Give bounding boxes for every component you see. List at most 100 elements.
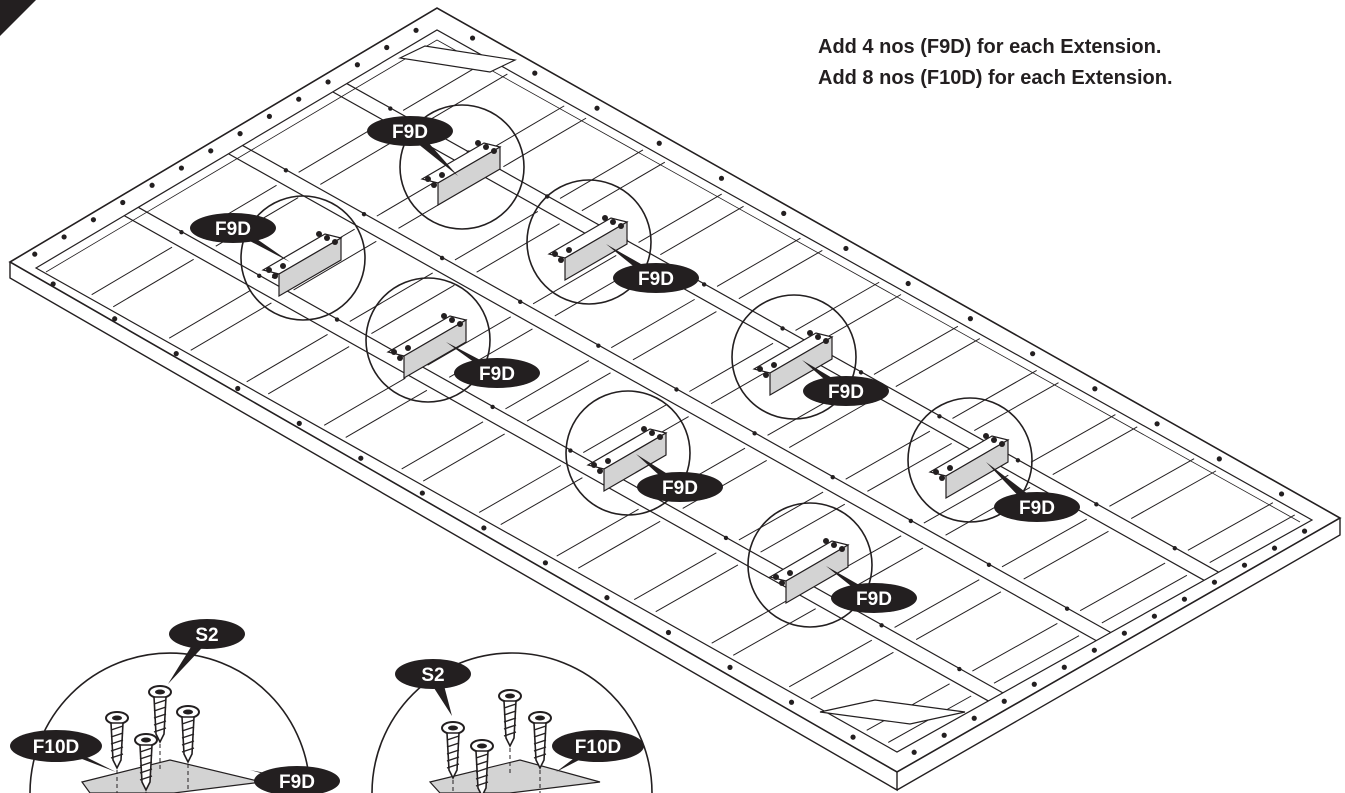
bolt-dot [208,148,214,154]
frame-slat [873,325,959,375]
frame-slat [349,272,433,322]
frame-slat [1001,518,1087,568]
bolt-dot [908,518,914,524]
bolt-dot [61,234,67,240]
callout-f9d-1-label: F9D [392,122,428,143]
callout-f9d-2-label: F9D [215,219,251,240]
frame-top-block [397,45,518,73]
bracket-detail-1 [399,104,525,230]
bolt-dot [788,699,795,705]
bolt-dot [879,623,884,628]
callout-f10d-left-label: F10D [33,737,79,758]
bracket-detail-8 [747,502,873,628]
frame-slat [427,316,512,366]
screw-icon [441,721,465,793]
callout-f9d-8-label: F9D [856,589,892,610]
bolt-dot [1091,647,1097,653]
bracket-detail-icon [945,438,1009,500]
bolt-dot [419,490,425,496]
frame-slat [91,246,173,296]
bolt-dot [178,165,185,171]
bolt-dot [50,281,56,287]
frame-slat-edge [1130,470,1217,520]
bolt-dot [296,420,302,426]
bolt-dot [149,182,155,188]
bolt-dot [701,282,707,287]
callout-s2-right-label: S2 [421,665,444,686]
bracket-detail-icon [437,145,501,207]
bolt-dot [283,168,289,173]
frame-slat [788,639,873,688]
bolt-dot [752,431,757,436]
bolt-dot [1030,351,1036,357]
frame-slat [633,552,717,601]
frame-slat-edge [760,503,846,553]
bolt-dot [594,105,600,111]
bracket-detail-icon [403,318,467,380]
callout-s2-left: S2 [168,619,245,684]
bolt-dot [1211,579,1218,585]
bolt-dot [334,317,340,322]
bolt-dot [469,35,476,41]
bolt-dot [361,211,367,217]
bolt-dot [413,27,419,33]
callout-f9d-6: F9D [636,454,723,502]
bolt-dot [727,664,733,670]
frame-slat-edge [1101,574,1188,624]
frame-slat [323,377,406,426]
frame-slat [505,360,590,410]
bolt-dot [179,229,184,235]
bolt-dot [542,560,549,566]
callout-f9d-zoom-label: F9D [279,772,315,793]
frame-slat-edge [993,635,1080,684]
frame-slat [532,254,617,305]
frame-slat [845,430,931,480]
bolt-dot [358,455,364,461]
bolt-dot [1151,613,1157,619]
callout-f10d-left: F10D [10,730,116,772]
bolt-dot [781,210,787,216]
frame-slat [738,491,824,541]
bolt-dot [604,595,610,601]
callout-f10d-right-label: F10D [575,737,621,758]
bolt-dot [354,62,360,68]
frame-slat-edge [190,302,272,351]
frame-slat-edge [267,346,350,395]
bolt-dot [967,316,974,322]
bolt-dot [971,715,977,721]
callout-f9d-6-label: F9D [662,478,698,499]
step-corner-icon [0,0,36,36]
bolt-dot [850,734,856,740]
frame-slat-edge [867,443,952,492]
bolt-dot [90,217,97,223]
bolt-dot [490,404,495,410]
screw-icon [105,711,129,793]
bolt-dot [905,280,911,287]
bolt-dot [596,343,601,348]
bolt-dot [1301,528,1308,534]
bolt-dot [1064,606,1070,611]
frame-slat [716,237,801,287]
frame-slat [923,474,1009,524]
bolt-dot [674,387,679,392]
bracket-detail-icon [564,220,628,282]
bolt-dot [1031,681,1037,687]
frame-bolts [32,27,1308,755]
frame-slat-edge [293,240,377,291]
frame-slat-edge [788,399,874,448]
bolt-dot [1092,386,1098,392]
bolt-dot [266,113,272,119]
bolt-dot [120,199,126,206]
bolt-dot [656,140,662,146]
frame-slat-edge [660,205,744,256]
callout-f9d-3: F9D [606,244,699,293]
frame-slat-edge [1023,530,1109,580]
bracket-detail-4 [365,277,491,403]
bolt-dot [296,96,302,102]
frame-slat [556,508,639,557]
screw-icon [528,711,552,793]
bolt-dot [1154,421,1160,427]
frame-slat-edge [655,564,739,613]
frame-slat [246,334,328,383]
